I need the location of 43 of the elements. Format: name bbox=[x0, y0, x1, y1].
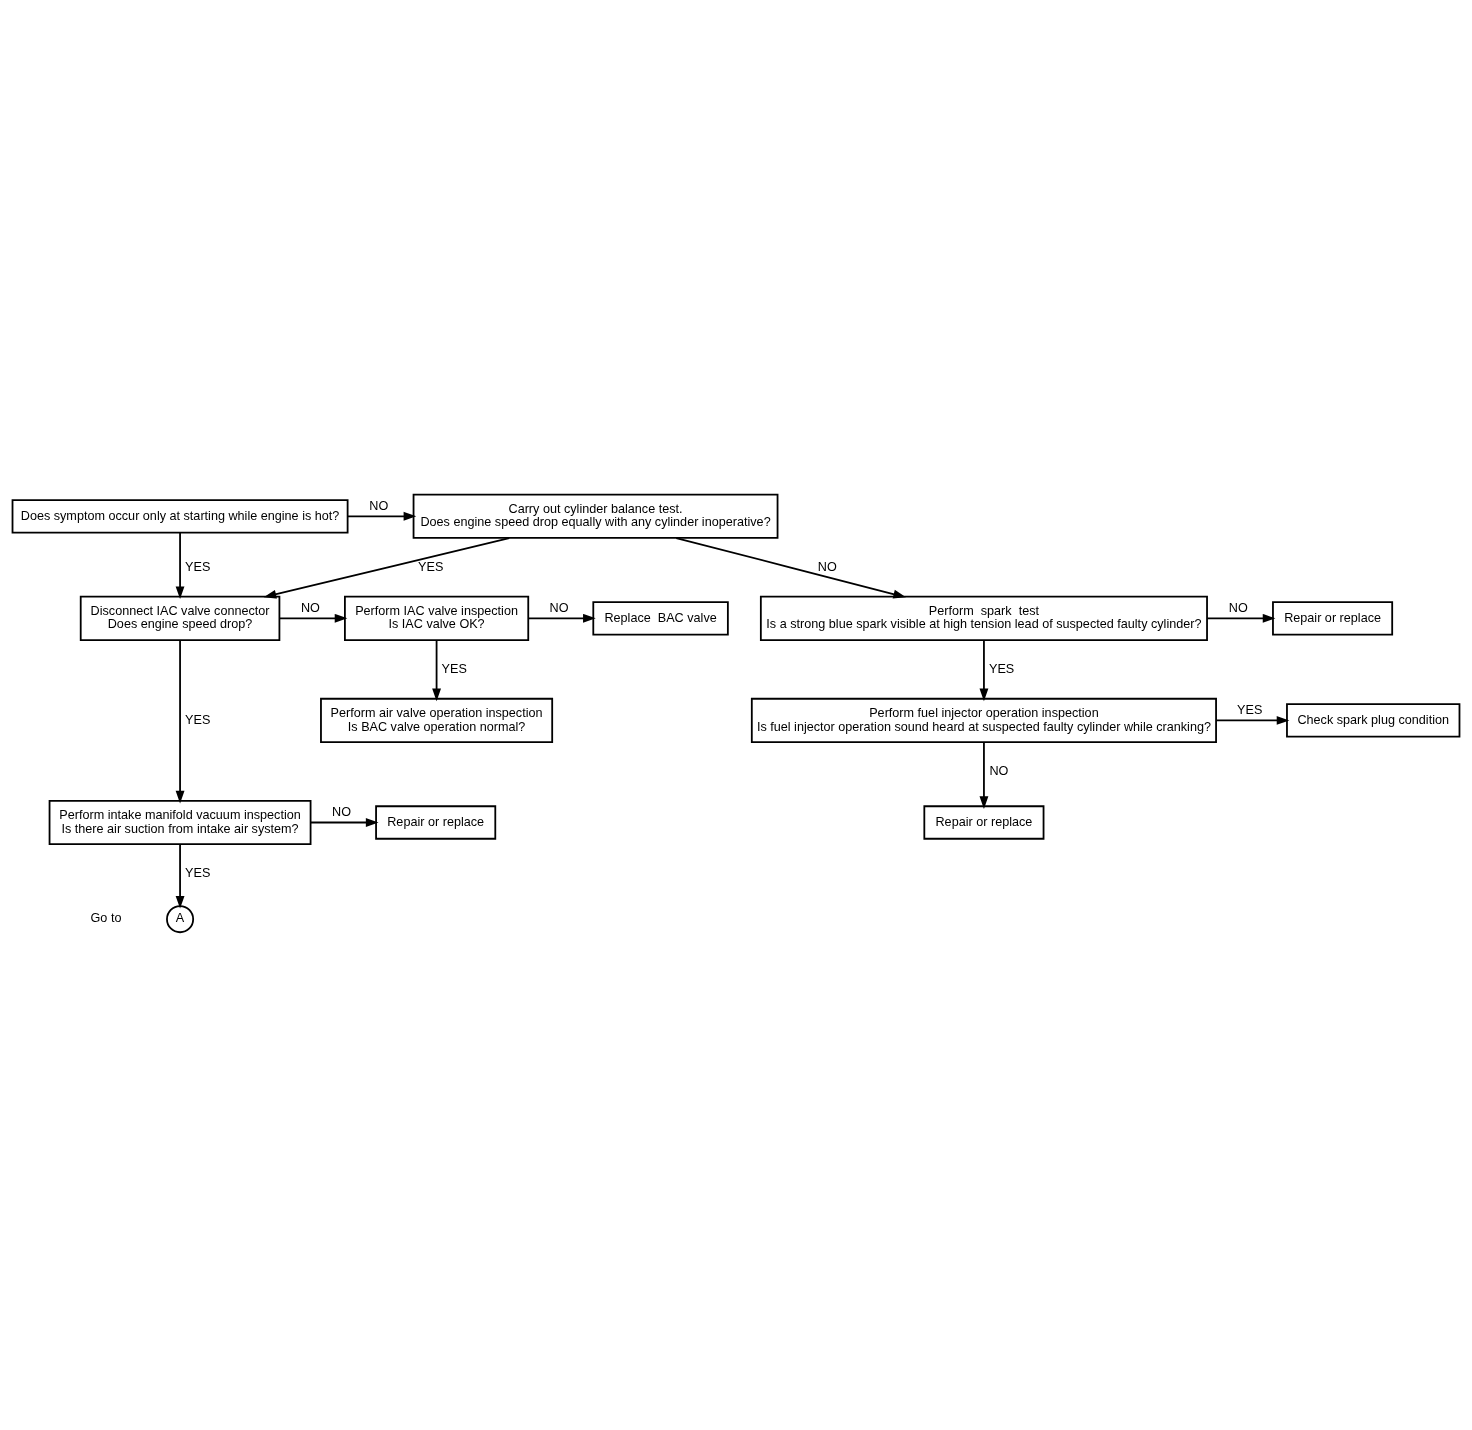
node-box: Perform air valve operation inspection Is BAC valve operation normal? bbox=[320, 697, 554, 743]
edge-label: NO bbox=[369, 499, 389, 514]
node-box: Check spark plug condition bbox=[1286, 703, 1461, 738]
node-label: Go to bbox=[90, 911, 122, 926]
arrow bbox=[346, 511, 417, 521]
edge-label: NO bbox=[989, 763, 1009, 778]
edge-label: NO bbox=[817, 559, 837, 574]
node-box: Perform fuel injector operation inspection Is fuel injector operation sound heard at suspected faulty cylinder while cranking? bbox=[750, 697, 1217, 743]
arrow bbox=[175, 843, 185, 909]
edge-label: NO bbox=[549, 601, 569, 616]
node-box: Does symptom occur only at starting while engine is hot? bbox=[11, 499, 349, 534]
arrow bbox=[979, 741, 989, 809]
edge-label: NO bbox=[300, 601, 320, 616]
node-box: Perform intake manifold vacuum inspection Is there air suction from intake air system? bbox=[48, 799, 312, 846]
arrow bbox=[979, 639, 989, 702]
node-box: Perform spark test Is a strong blue spark visible at high tension lead of suspected faulty cylinder? bbox=[759, 595, 1208, 641]
arrow bbox=[263, 537, 511, 599]
arrow bbox=[278, 613, 348, 623]
edge-label: YES bbox=[418, 559, 444, 574]
edge-label: NO bbox=[332, 805, 352, 820]
arrow bbox=[675, 537, 906, 599]
edge-label: YES bbox=[185, 865, 211, 880]
edge-label: YES bbox=[185, 559, 211, 574]
node-circle: A bbox=[166, 905, 195, 934]
arrow bbox=[432, 639, 441, 702]
node-box: Repair or replace bbox=[1272, 601, 1394, 636]
node-box: Disconnect IAC valve connector Does engine speed drop? bbox=[79, 595, 281, 641]
node-box: Replace BAC valve bbox=[592, 601, 729, 636]
arrow bbox=[309, 818, 379, 827]
arrow bbox=[1206, 613, 1276, 623]
node-box: Carry out cylinder balance test. Does engine speed drop equally with any cylinder inoperative? bbox=[412, 493, 779, 539]
node-box: Repair or replace bbox=[923, 805, 1045, 840]
edge-label: YES bbox=[988, 661, 1015, 676]
node-box: Repair or replace bbox=[375, 805, 497, 840]
edge-label: YES bbox=[185, 712, 211, 727]
arrow bbox=[175, 639, 185, 804]
edge-label: YES bbox=[1237, 703, 1263, 718]
arrow bbox=[527, 613, 596, 623]
edge-label: YES bbox=[441, 661, 467, 676]
edge-label: NO bbox=[1228, 601, 1248, 616]
arrow bbox=[175, 531, 185, 600]
arrow bbox=[1215, 716, 1290, 725]
node-box: Perform IAC valve inspection Is IAC valve OK? bbox=[344, 595, 530, 641]
